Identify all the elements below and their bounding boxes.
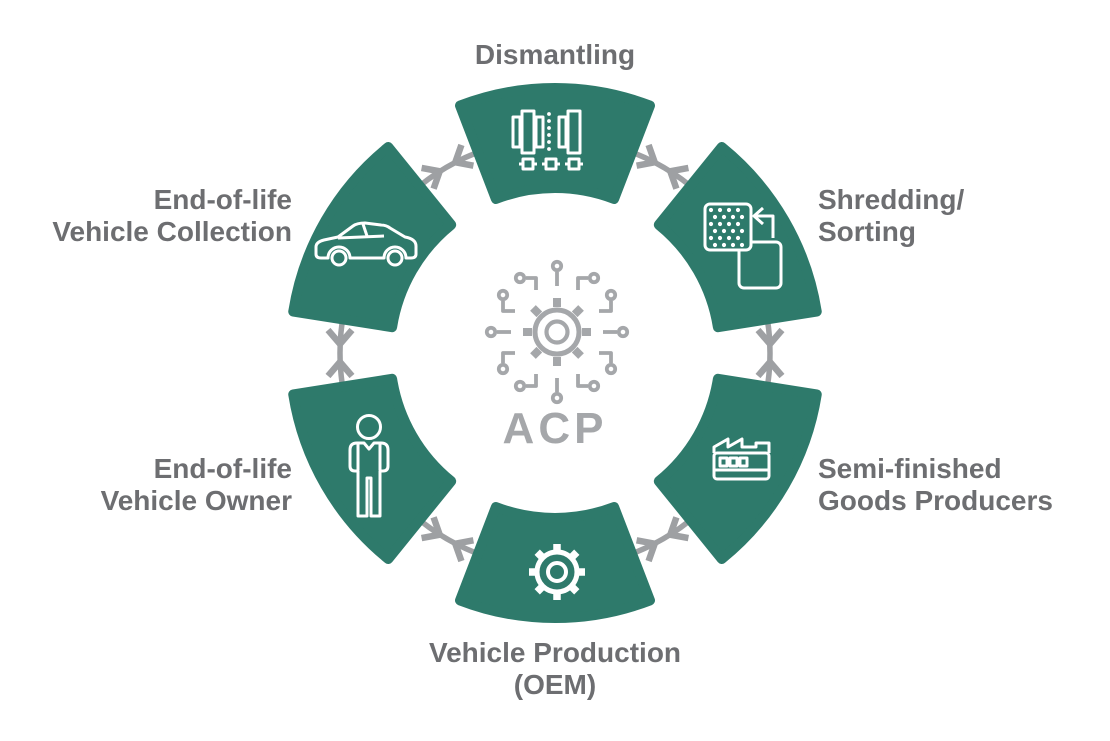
label-line: Vehicle Collection xyxy=(52,216,292,247)
center-label: ACP xyxy=(502,404,608,453)
label-line: Dismantling xyxy=(474,39,636,70)
label-line: Sorting xyxy=(818,216,916,247)
label-line: Vehicle Production xyxy=(428,637,682,668)
automation-gear-circuit-icon xyxy=(484,259,630,405)
center-gear-teeth xyxy=(523,298,591,366)
label-line: End-of-life xyxy=(153,184,292,215)
label-line: (OEM) xyxy=(513,669,597,700)
person-icon xyxy=(348,414,390,518)
label-line: End-of-life xyxy=(153,453,292,484)
segment-wedge-dismantling xyxy=(460,88,650,199)
car-icon xyxy=(314,221,418,267)
segment-label-shredding-sorting: Shredding/ Sorting xyxy=(818,184,964,248)
segment-label-end-of-life-vehicle-collection: End-of-life Vehicle Collection xyxy=(52,184,292,248)
circuit-traces-west xyxy=(484,288,517,376)
segment-label-dismantling: Dismantling xyxy=(475,39,635,71)
segment-label-vehicle-production-oem: Vehicle Production (OEM) xyxy=(429,637,681,701)
label-line: Semi-finished xyxy=(818,453,1002,484)
segment-label-end-of-life-vehicle-owner: End-of-life Vehicle Owner xyxy=(101,453,292,517)
circuit-traces-north xyxy=(513,259,601,290)
shredder-cycle-icon xyxy=(703,202,783,290)
label-line: Goods Producers xyxy=(818,485,1053,516)
circuit-traces-east xyxy=(597,288,630,376)
gear-icon xyxy=(529,544,585,600)
label-line: Shredding/ xyxy=(818,184,965,215)
dismantled-parts-icon xyxy=(511,109,583,171)
label-line: Vehicle Owner xyxy=(100,485,292,516)
circuit-traces-south xyxy=(513,372,601,405)
factory-icon xyxy=(712,437,771,481)
bolt-shapes xyxy=(519,157,583,171)
shred-dots xyxy=(708,207,745,248)
segment-label-semi-finished-goods-producers: Semi-finished Goods Producers xyxy=(818,453,1053,517)
